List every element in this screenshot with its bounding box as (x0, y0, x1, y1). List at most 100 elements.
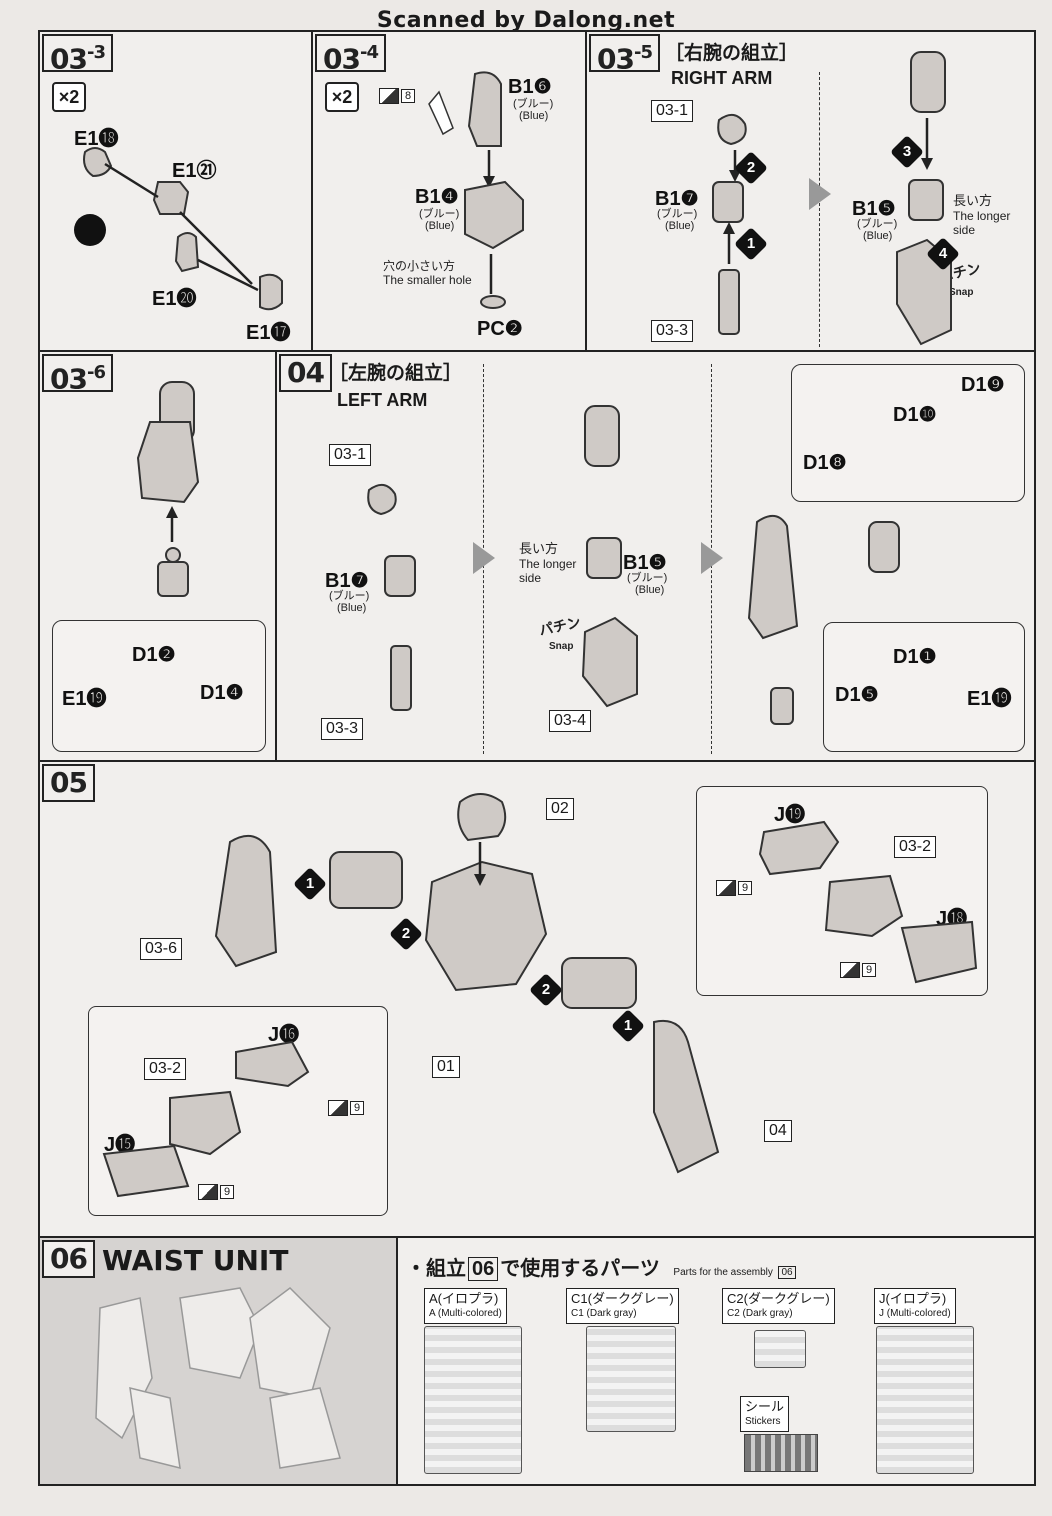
next-arrow (473, 542, 495, 574)
part-label-j19: J⓳ (774, 804, 806, 826)
step-03-4-panel: 03-4 ×2 8 B1❻ (ブルー) (Blue) B1❹ (ブルー) (Bl… (311, 30, 587, 352)
scanner-watermark: Scanned by Dalong.net (376, 8, 676, 33)
color-en: (Blue) (425, 220, 455, 232)
ref-03-6: 03-6 (140, 938, 183, 960)
step-04-diagram (367, 405, 900, 725)
part-label-d11: D1❶ (893, 646, 937, 668)
part-label-e119: E1⓳ (967, 688, 1012, 710)
ref-03-4: 03-4 (549, 710, 592, 732)
color-en: (Blue) (635, 584, 665, 596)
next-arrow (701, 542, 723, 574)
step-badge-3: 3 (890, 135, 924, 169)
step-05-panel: 05 02 03-6 01 04 J⓳ 03-2 J⓲ 9 9 J⓰ 03-2 … (38, 760, 1036, 1238)
step-title-jp: ［左腕の組立］ (329, 362, 463, 384)
color-jp: (ブルー) (419, 208, 460, 220)
part-label-d14: D1❹ (200, 682, 244, 704)
longer-side-jp: 長い方 (519, 541, 559, 556)
part-label-d19: D1❾ (961, 374, 1005, 396)
step-03-3-diagram (74, 147, 283, 311)
part-label-e118: E1⓲ (74, 128, 119, 150)
color-en: (Blue) (863, 230, 893, 242)
step-badge-2: 2 (389, 917, 423, 951)
ref-03-1: 03-1 (651, 100, 694, 122)
runner-label-a: A(イロプラ)A (Multi-colored) (424, 1288, 507, 1324)
part-label-d12: D1❷ (132, 644, 176, 666)
inset-d1-upper (791, 364, 1025, 502)
color-en: (Blue) (337, 602, 367, 614)
part-label-d15: D1❺ (835, 684, 879, 706)
part-label-b15: B1❺ (623, 552, 667, 574)
part-label-b17: B1❼ (655, 188, 699, 210)
step-badge-2: 2 (734, 151, 768, 185)
step-03-4-diagram (428, 71, 524, 309)
part-label-e117: E1⓱ (246, 322, 291, 344)
step-title-en: RIGHT ARM (671, 68, 773, 88)
step-badge-4: 4 (926, 237, 960, 271)
step-number: 03-3 (42, 34, 113, 75)
ref-04: 04 (764, 1120, 792, 1142)
step-03-5-panel: 03-5 ［右腕の組立］ RIGHT ARM 03-1 03-3 B1❼ (ブル… (585, 30, 1036, 352)
step-number: 04 (279, 354, 332, 392)
sticker-ref: 9 (328, 1100, 365, 1116)
ref-03-3: 03-3 (651, 320, 694, 342)
multiplier-badge: ×2 (325, 82, 359, 112)
sticker-ref: 8 (379, 88, 416, 104)
step-title: WAIST UNIT (102, 1244, 289, 1277)
divider (396, 1238, 398, 1484)
ref-03-1: 03-1 (329, 444, 372, 466)
part-label-e119: E1⓳ (62, 688, 107, 710)
snap-en: Snap (549, 641, 574, 652)
ref-01: 01 (432, 1056, 460, 1078)
step-04-panel: 04 ［左腕の組立］ LEFT ARM 03-1 03-3 03-4 B1❼ (… (275, 350, 1036, 762)
step-03-3-panel: 03-3 ×2 E1⓲ E1㉑ E1⓴ E1⓱ (38, 30, 313, 352)
hole-note-jp: 穴の小さい方 (383, 259, 456, 273)
runner-a (424, 1326, 522, 1474)
step-number: 03-4 (315, 34, 386, 75)
ref-02: 02 (546, 798, 574, 820)
step-number: 05 (42, 764, 95, 802)
longer-side-en: The longer (519, 557, 577, 571)
longer-side-jp: 長い方 (953, 193, 993, 208)
runner-c2 (754, 1330, 806, 1368)
longer-side-en: The longer (953, 209, 1011, 223)
waist-unit-preview (95, 1287, 341, 1469)
sticker-ref: 9 (198, 1184, 235, 1200)
step-03-6-panel: 03-6 D1❷ E1⓳ D1❹ (38, 350, 277, 762)
ref-03-2-right: 03-2 (894, 836, 937, 858)
color-en: (Blue) (519, 110, 549, 122)
inset-d1-lower (823, 622, 1025, 752)
hole-note-en: The smaller hole (383, 273, 472, 287)
part-label-b14: B1❹ (415, 186, 459, 208)
color-en: (Blue) (665, 220, 695, 232)
sticker-ref: 9 (840, 962, 877, 978)
runner-label-j: J(イロプラ)J (Multi-colored) (874, 1288, 956, 1324)
part-label-e121: E1㉑ (172, 160, 217, 182)
part-label-b17: B1❼ (325, 570, 369, 592)
next-arrow (809, 178, 831, 210)
runner-label-c1: C1(ダークグレー)C1 (Dark gray) (566, 1288, 679, 1324)
runner-label-c2: C2(ダークグレー)C2 (Dark gray) (722, 1288, 835, 1324)
runner-c1 (586, 1326, 676, 1432)
color-jp: (ブルー) (857, 218, 898, 230)
step-title-en: LEFT ARM (337, 390, 428, 410)
step-03-6-diagram (136, 381, 200, 597)
color-jp: (ブルー) (627, 572, 668, 584)
sticker-ref: 9 (716, 880, 753, 896)
step-number: 03-6 (42, 354, 113, 395)
color-jp: (ブルー) (329, 590, 370, 602)
step-badge-1: 1 (611, 1009, 645, 1043)
part-label-d18: D1❽ (803, 452, 847, 474)
part-label-e120: E1⓴ (152, 288, 197, 310)
ref-03-3: 03-3 (321, 718, 364, 740)
step-number: 03-5 (589, 34, 660, 75)
part-label-b16: B1❻ (508, 76, 552, 98)
snap-en: Snap (949, 287, 974, 298)
step-03-5-diagram (712, 51, 952, 346)
part-label-b15: B1❺ (852, 198, 896, 220)
inset-d1-assembly (52, 620, 266, 752)
sticker-sheet (744, 1434, 818, 1472)
step-05-diagram (102, 793, 978, 1198)
